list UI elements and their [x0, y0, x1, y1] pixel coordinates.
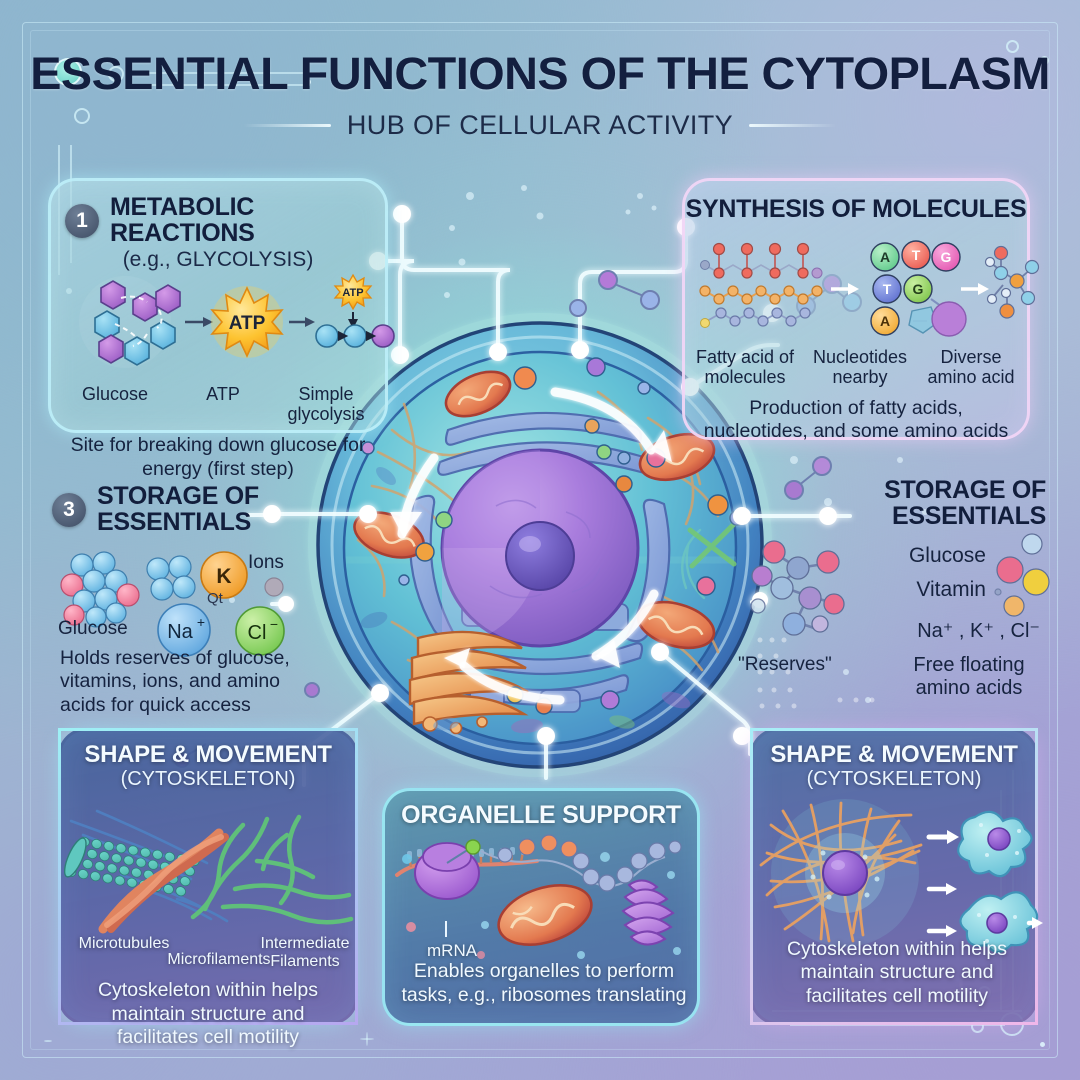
- caption-simple-glycolysis: Simple glycolysis: [287, 384, 365, 425]
- metabolic-diagram: ATP ATP: [79, 273, 395, 368]
- label-reserves: "Reserves": [738, 654, 832, 675]
- metabolic-title: METABOLIC REACTIONS: [110, 193, 255, 247]
- badge-3: 3: [52, 492, 86, 527]
- svg-text:K: K: [216, 565, 231, 588]
- storage-left-description: Holds reserves of glucose, vitamins, ion…: [60, 647, 290, 716]
- panel-organelle-support[interactable]: ORGANELLE SUPPORT: [382, 788, 700, 1026]
- svg-text:A: A: [880, 249, 890, 265]
- svg-text:ATP: ATP: [342, 287, 363, 299]
- cytoskeleton-left-description: Cytoskeleton within helps maintain struc…: [97, 979, 319, 1049]
- decor-tick-3: [366, 1032, 368, 1046]
- subtitle-rule-right: [749, 124, 838, 127]
- cytoskeleton-right-title: SHAPE & MOVEMENT: [770, 741, 1018, 768]
- label-free-floating: Free floating amino acids: [913, 654, 1025, 699]
- storage-left-title-2: ESSENTIALS: [97, 507, 251, 536]
- synthesis-diagram: A T G T G A: [699, 239, 1040, 337]
- section-storage-left[interactable]: 3 STORAGE OF ESSENTIALS K: [52, 482, 382, 716]
- section-storage-right[interactable]: STORAGE OF ESSENTIALS Glucose Vitamin Na…: [738, 476, 1050, 710]
- mitochondrion: [444, 370, 512, 418]
- page-subtitle: HUB OF CELLULAR ACTIVITY: [346, 110, 734, 140]
- item-vitamin: Vitamin: [916, 578, 986, 601]
- caption-fatty-acid: Fatty acid of molecules: [695, 346, 795, 387]
- metabolic-subtitle: (e.g., GLYCOLYSIS): [122, 248, 314, 271]
- svg-text:−: −: [270, 616, 278, 632]
- panel-cytoskeleton-right[interactable]: SHAPE & MOVEMENT (CYTOSKELETON): [750, 728, 1043, 1025]
- label-intermediate-filaments: Intermediate Filaments: [260, 935, 350, 971]
- storage-left-title-1: STORAGE OF: [97, 482, 259, 510]
- page-title: ESSENTIAL FUNCTIONS OF THE CYTOPLASM: [30, 48, 1050, 99]
- svg-text:T: T: [883, 281, 892, 297]
- decor-tick-2: [360, 1038, 374, 1040]
- item-ions-right: Na⁺ , K⁺ , Cl⁻: [917, 620, 1040, 642]
- panel-metabolic-reactions[interactable]: 1 METABOLIC REACTIONS (e.g., GLYCOLYSIS): [48, 178, 395, 480]
- cytoskeleton-right-subtitle: (CYTOSKELETON): [806, 768, 982, 791]
- storage-right-title-1: STORAGE OF: [884, 476, 1046, 504]
- cytoskeleton-right-diagram: [759, 799, 1043, 954]
- header: ESSENTIAL FUNCTIONS OF THE CYTOPLASM HUB…: [0, 48, 1080, 141]
- decor-tick-1: [44, 1040, 52, 1042]
- label-qt: Qt: [207, 590, 223, 607]
- storage-right-beads: [994, 533, 1050, 617]
- cytoskeleton-left-subtitle: (CYTOSKELETON): [120, 768, 296, 791]
- organelle-diagram: [395, 833, 682, 946]
- decor-dot-3: [1040, 1042, 1045, 1047]
- synthesis-description: Production of fatty acids, nucleotides, …: [703, 396, 1009, 443]
- subtitle-row: HUB OF CELLULAR ACTIVITY: [0, 110, 1080, 141]
- label-mrna: mRNA: [427, 941, 478, 960]
- svg-text:Na: Na: [167, 621, 193, 643]
- cytoskeleton-right-description: Cytoskeleton within helps maintain struc…: [786, 937, 1008, 1007]
- svg-text:Cl: Cl: [248, 622, 267, 644]
- caption-nucleotides: Nucleotides nearby: [812, 346, 908, 387]
- item-glucose-right: Glucose: [908, 544, 986, 567]
- organelle-description: Enables organelles to perform tasks, e.g…: [401, 960, 687, 1006]
- organelle-title: ORGANELLE SUPPORT: [401, 801, 681, 829]
- mitochondrion: [636, 600, 716, 650]
- synthesis-title: SYNTHESIS OF MOLECULES: [685, 195, 1027, 223]
- svg-text:G: G: [913, 281, 924, 297]
- caption-atp: ATP: [206, 384, 240, 404]
- panel-synthesis[interactable]: SYNTHESIS OF MOLECULES: [682, 178, 1040, 442]
- subtitle-rule-left: [242, 124, 331, 127]
- svg-text:+: +: [197, 614, 205, 630]
- golgi-apparatus: [408, 630, 529, 726]
- cytoskeleton-left-title: SHAPE & MOVEMENT: [84, 741, 332, 768]
- svg-text:G: G: [941, 249, 952, 265]
- mrna-pointer: [445, 921, 447, 937]
- atp-label: ATP: [229, 313, 266, 334]
- amino-acid-molecule: [750, 540, 845, 636]
- cytoskeleton-left-diagram: [63, 810, 354, 934]
- label-glucose-left: Glucose: [58, 618, 128, 639]
- badge-1: 1: [65, 203, 99, 238]
- label-microfilaments: Microfilaments: [167, 951, 271, 969]
- label-ions: Ions: [248, 552, 284, 573]
- svg-text:T: T: [912, 247, 921, 263]
- caption-glucose: Glucose: [81, 384, 149, 404]
- storage-right-title-2: ESSENTIALS: [892, 501, 1046, 530]
- svg-text:A: A: [880, 313, 890, 329]
- caption-amino-acid: Diverse amino acid: [927, 346, 1015, 387]
- label-microtubules: Microtubules: [78, 935, 170, 953]
- panel-cytoskeleton-left[interactable]: SHAPE & MOVEMENT (CYTOSKELETON): [58, 728, 358, 1048]
- metabolic-description: Site for breaking down glucose for energ…: [70, 434, 366, 480]
- storage-left-diagram: K Na + Cl −: [60, 551, 285, 657]
